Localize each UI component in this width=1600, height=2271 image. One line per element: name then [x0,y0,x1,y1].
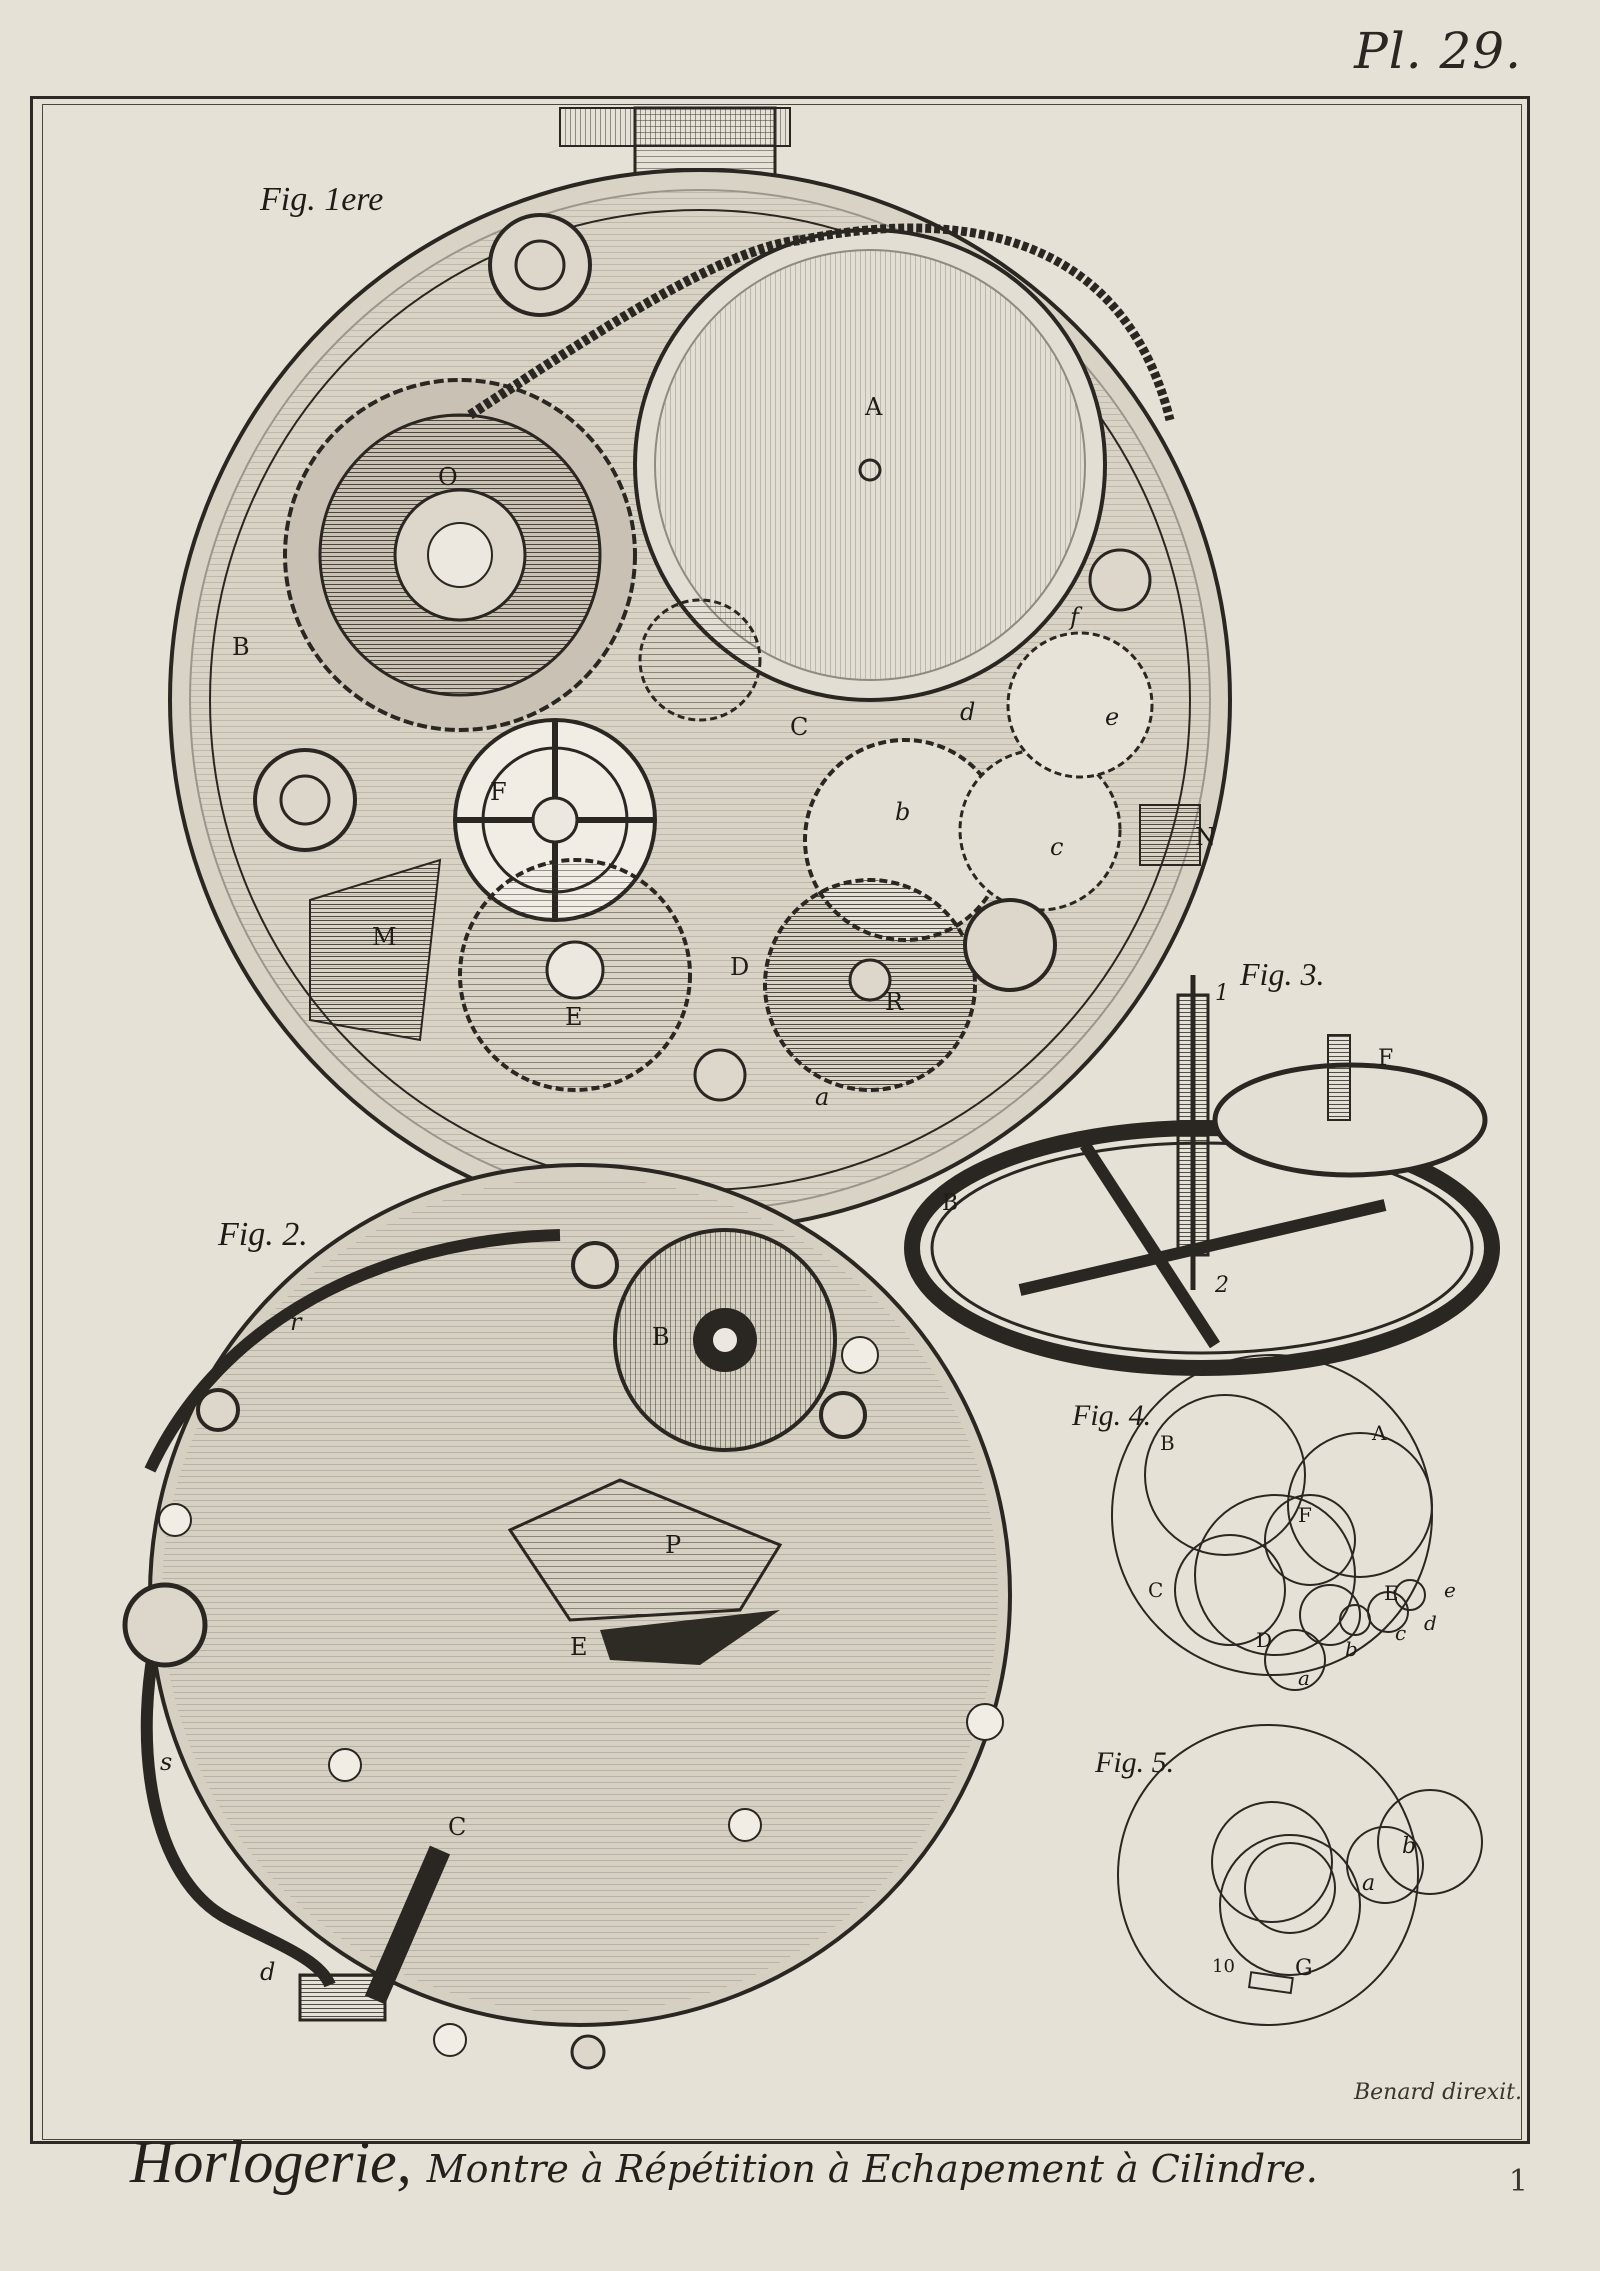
fig4-label-E: E [1384,1581,1399,1605]
fig2-label-E: E [570,1633,588,1661]
fig1-label-F: F [490,778,507,806]
fig5-label-G: G [1295,1956,1313,1981]
fig1-label-M: M [372,923,397,951]
fig4-circles [1111,1354,1433,1691]
fig2-labels: B P E C d s r [160,1308,681,1986]
fig2-label-P: P [665,1531,681,1559]
fig3-label-F: F [1378,1046,1393,1071]
plate-title-main: Horlogerie, [130,2129,412,2195]
fig2-pillar-plate [122,1163,1012,2070]
fig3-labels: 1 F B 2 [942,981,1393,1298]
fig4-label-C: C [1148,1578,1163,1602]
fig2-label-C: C [448,1813,466,1841]
fig1-movement [168,106,1232,1232]
fig4-label-F: F [1298,1503,1312,1527]
fig4-label-D: D [1256,1628,1272,1652]
fig4-label-d: d [1424,1611,1437,1635]
fig3-caption: Fig. 3. [1239,956,1324,992]
fig4-label-B: B [1160,1431,1175,1455]
fig4-labels: A B F C E D a b c d e [1148,1421,1456,1690]
fig2-caption: Fig. 2. [217,1216,308,1253]
fig2-label-d: d [260,1958,275,1986]
fig1-label-B: B [232,633,250,661]
fig1-label-R: R [885,988,904,1016]
fig3-balance [904,975,1500,1376]
fig1-label-E: E [565,1003,583,1031]
fig5-circles [1117,1724,1483,2026]
fig1-label-e: e [1105,703,1119,731]
fig1-label-A: A [864,393,883,421]
fig3-label-B: B [942,1191,958,1216]
fig5-label-10: 10 [1212,1956,1235,1977]
plate-title: Horlogerie, Montre à Répétition à Echape… [130,2128,1530,2197]
fig1-label-C: C [790,713,808,741]
fig5-labels: a b 10 G [1212,1834,1416,1981]
fig1-label-c: c [1050,833,1063,861]
fig2-label-s: s [160,1748,172,1776]
fig4-label-c: c [1395,1621,1406,1645]
fig5-caption: Fig. 5. [1094,1746,1174,1779]
fig5-label-a: a [1362,1871,1375,1896]
fig1-caption: Fig. 1ere [259,181,383,218]
fig4-label-A: A [1371,1421,1387,1445]
engraver-credit: Benard direxit. [1354,2080,1522,2105]
fig1-label-b: b [895,798,910,826]
fig1-label-d: d [960,698,975,726]
fig4-caption: Fig. 4. [1071,1399,1151,1432]
fig1-label-a: a [815,1083,829,1111]
fig2-label-B: B [652,1323,670,1351]
fig2-label-r: r [290,1308,303,1336]
fig1-label-N: N [1195,823,1216,851]
fig1-label-D: D [730,953,749,981]
plate-frame-inner [42,104,1522,2140]
page-number: 1 [1508,2164,1528,2199]
fig3-label-1: 1 [1215,981,1229,1006]
fig4-label-e: e [1444,1578,1456,1602]
fig4-label-a: a [1298,1666,1310,1690]
fig1-label-O: O [438,463,458,491]
fig3-label-2: 2 [1214,1273,1229,1298]
plate-frame [30,96,1530,2144]
fig4-label-b: b [1345,1637,1358,1661]
fig5-label-b: b [1402,1834,1416,1859]
plate-number: Pl. 29. [1354,22,1522,80]
plate-title-sub: Montre à Répétition à Echapement à Cilin… [426,2147,1318,2191]
